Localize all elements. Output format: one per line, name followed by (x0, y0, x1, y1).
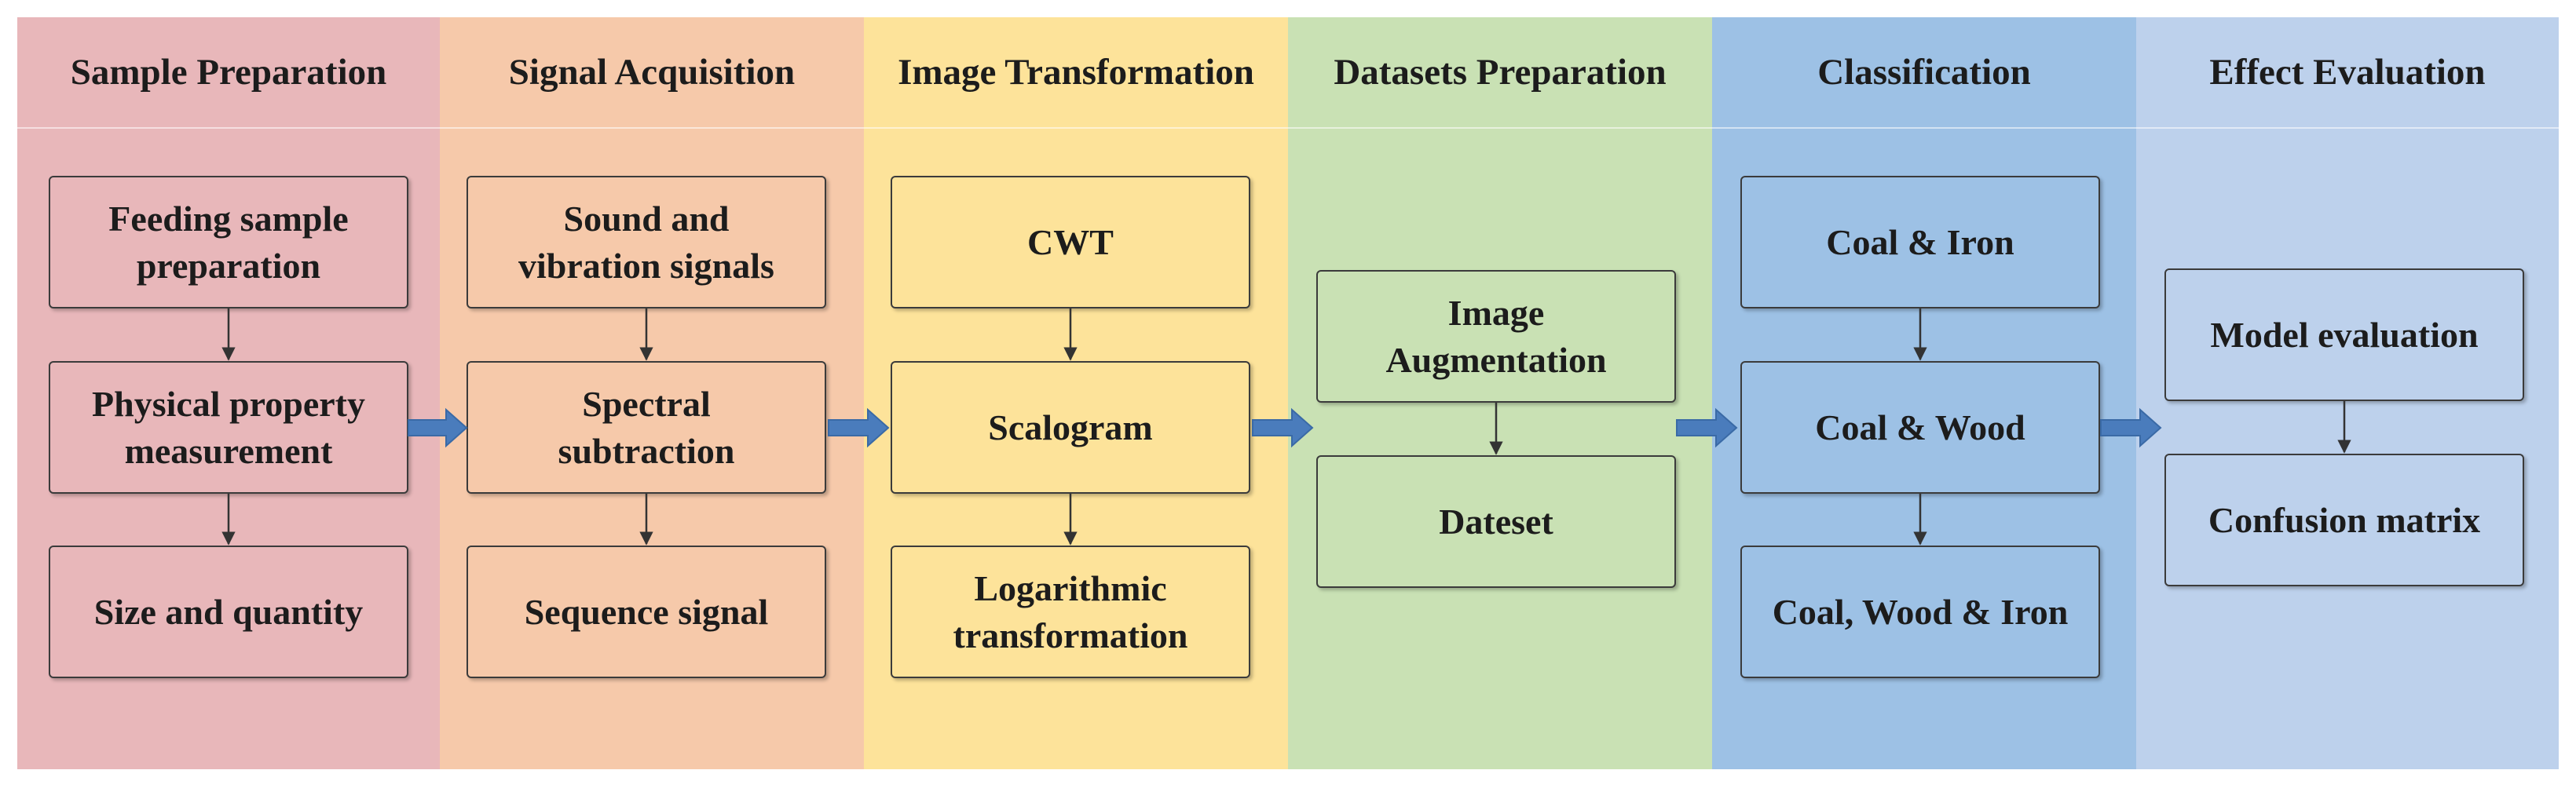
node-spectral-subtraction: Spectral subtraction (467, 361, 826, 494)
stage-title: Classification (1712, 17, 2136, 129)
node-scalogram: Scalogram (891, 361, 1250, 494)
node-sequence-signal: Sequence signal (467, 546, 826, 678)
node-image-augmentation: Image Augmentation (1316, 270, 1676, 403)
stage-effect-evaluation: Effect Evaluation Model evaluation Confu… (2136, 17, 2559, 769)
stage-title: Effect Evaluation (2136, 17, 2559, 129)
stage-signal-acquisition: Signal Acquisition Sound and vibration s… (440, 17, 864, 769)
stage-title: Image Transformation (864, 17, 1288, 129)
node-feeding-sample-preparation: Feeding sample preparation (49, 176, 408, 308)
stage-image-transformation: Image Transformation CWT Scalogram Logar… (864, 17, 1288, 769)
stage-datasets-preparation: Datasets Preparation Image Augmentation … (1288, 17, 1712, 769)
stage-sample-preparation: Sample Preparation Feeding sample prepar… (17, 17, 440, 769)
node-dateset: Dateset (1316, 455, 1676, 588)
node-confusion-matrix: Confusion matrix (2164, 454, 2524, 586)
node-physical-property-measurement: Physical property measurement (49, 361, 408, 494)
node-size-and-quantity: Size and quantity (49, 546, 408, 678)
node-cwt: CWT (891, 176, 1250, 308)
stage-classification: Classification Coal & Iron Coal & Wood C… (1712, 17, 2136, 769)
node-coal-wood-and-iron: Coal, Wood & Iron (1740, 546, 2100, 678)
node-sound-and-vibration-signals: Sound and vibration signals (467, 176, 826, 308)
stage-title: Signal Acquisition (440, 17, 864, 129)
stage-title: Datasets Preparation (1288, 17, 1712, 129)
stage-title: Sample Preparation (17, 17, 440, 129)
node-logarithmic-transformation: Logarithmic transformation (891, 546, 1250, 678)
node-coal-and-wood: Coal & Wood (1740, 361, 2100, 494)
node-model-evaluation: Model evaluation (2164, 268, 2524, 401)
node-coal-and-iron: Coal & Iron (1740, 176, 2100, 308)
